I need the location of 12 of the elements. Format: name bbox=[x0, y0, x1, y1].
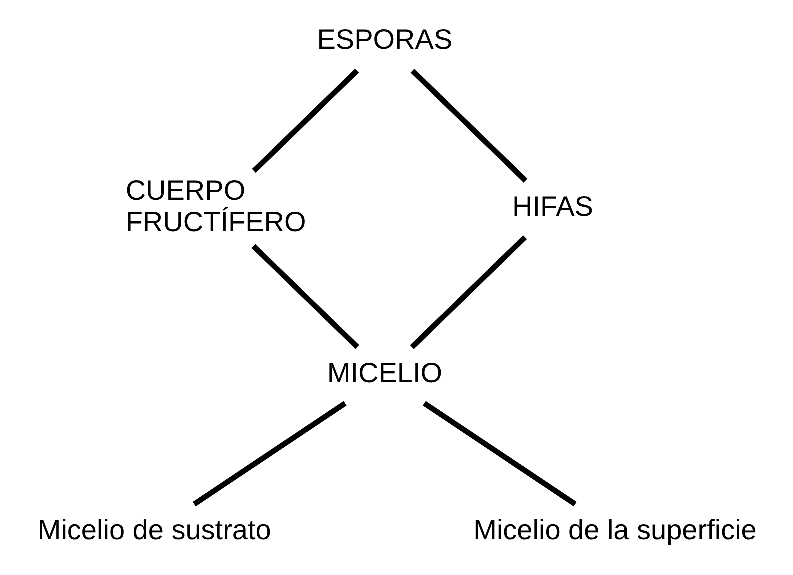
node-text: Micelio de sustrato bbox=[37, 514, 271, 546]
connector bbox=[252, 68, 359, 174]
node-text: ESPORAS bbox=[316, 24, 452, 56]
connector bbox=[410, 236, 527, 350]
node-text: Micelio de la superficie bbox=[473, 514, 756, 546]
connector bbox=[410, 68, 528, 183]
connector bbox=[192, 401, 346, 507]
node-text: HIFAS bbox=[512, 190, 593, 222]
connector bbox=[251, 244, 359, 350]
node-text: MICELIO bbox=[326, 357, 442, 388]
connector bbox=[422, 401, 576, 507]
node-text: CUERPO FRUCTÍFERO bbox=[125, 175, 306, 238]
